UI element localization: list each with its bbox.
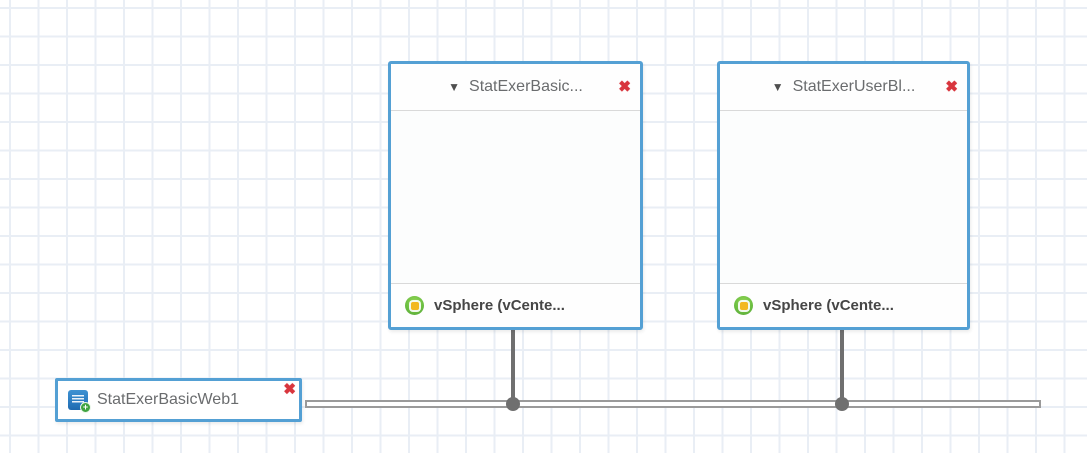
- add-badge-icon: +: [80, 402, 91, 413]
- close-icon[interactable]: ✖: [945, 78, 958, 96]
- connector-junction-dot: [835, 397, 849, 411]
- vsphere-label: vSphere (vCente...: [763, 297, 894, 314]
- vsphere-icon-core: [739, 301, 748, 310]
- container-node-statexeruserbl[interactable]: ▼ StatExerUserBl... ✖ vSphere (vCente...: [717, 61, 970, 330]
- collapse-caret-icon[interactable]: ▼: [771, 80, 784, 94]
- container-body[interactable]: [720, 111, 967, 283]
- network-bus-line[interactable]: [305, 400, 1041, 408]
- connector-line: [511, 329, 515, 404]
- container-title: StatExerBasic...: [469, 78, 583, 95]
- container-footer: vSphere (vCente...: [720, 283, 967, 327]
- vsphere-icon: [734, 296, 753, 315]
- connector-line: [840, 329, 844, 404]
- connector-junction-dot: [506, 397, 520, 411]
- vsphere-label: vSphere (vCente...: [434, 297, 565, 314]
- vsphere-icon-core: [410, 301, 419, 310]
- container-header[interactable]: ▼ StatExerBasic... ✖: [391, 64, 640, 111]
- vsphere-icon: [405, 296, 424, 315]
- network-icon-glyph: [72, 395, 84, 403]
- close-icon[interactable]: ✖: [283, 381, 296, 398]
- close-icon[interactable]: ✖: [618, 78, 631, 96]
- network-node-statexerbasicweb1[interactable]: + StatExerBasicWeb1 ✖: [55, 378, 302, 422]
- container-header[interactable]: ▼ StatExerUserBl... ✖: [720, 64, 967, 111]
- network-icon: +: [68, 390, 91, 413]
- collapse-caret-icon[interactable]: ▼: [448, 80, 461, 94]
- container-footer: vSphere (vCente...: [391, 283, 640, 327]
- network-node-label: StatExerBasicWeb1: [97, 391, 239, 408]
- container-title: StatExerUserBl...: [792, 78, 916, 95]
- container-node-statexerbasic[interactable]: ▼ StatExerBasic... ✖ vSphere (vCente...: [388, 61, 643, 330]
- container-body[interactable]: [391, 111, 640, 283]
